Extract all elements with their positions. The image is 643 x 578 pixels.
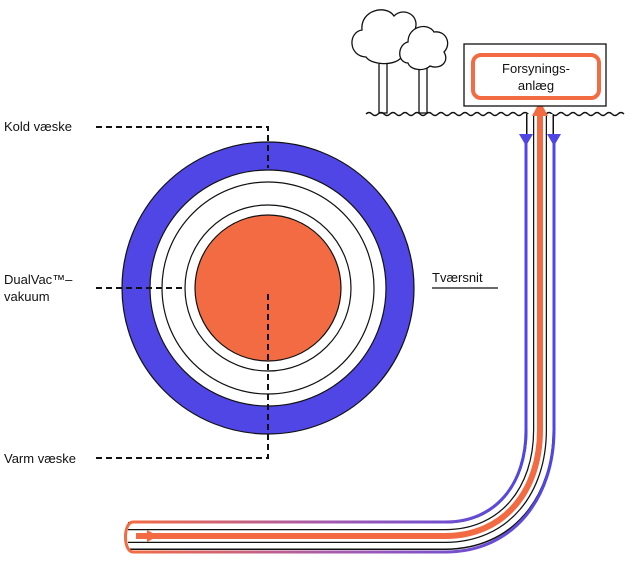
flow-arrows [147, 101, 561, 542]
tree-icon [399, 25, 449, 114]
supply-facility: Forsynings- anlæg [463, 43, 607, 107]
cold-fluid-label: Kold væske [4, 119, 72, 134]
warm-fluid-label: Varm væske [4, 451, 76, 466]
arrow-right-icon [147, 530, 158, 542]
dualvac-label-line2: vakuum [4, 289, 50, 304]
supply-label-line1: Forsynings- [502, 61, 570, 76]
cold-fluid-leader [96, 126, 269, 168]
leader-lines [96, 126, 269, 459]
cross-section-label: Tværsnit [432, 270, 483, 285]
warm-fluid-leader [96, 290, 269, 459]
warm-channel [136, 116, 543, 539]
cold-channel-cap [124, 520, 134, 554]
cold-channel-right [133, 134, 556, 554]
ground-line [365, 111, 625, 117]
dualvac-label-line1: DualVac™– [4, 272, 73, 287]
arrow-down-icon [547, 134, 561, 146]
pipe-assembly [124, 114, 556, 554]
tree-crown [399, 25, 449, 71]
facility-box [471, 53, 601, 100]
cold-channel-left [133, 134, 528, 524]
warm-fluid-core [194, 214, 342, 362]
arrow-down-icon [519, 134, 533, 146]
cross-section [121, 141, 415, 435]
supply-label-line2: anlæg [518, 78, 554, 93]
arrow-up-icon [532, 101, 548, 116]
